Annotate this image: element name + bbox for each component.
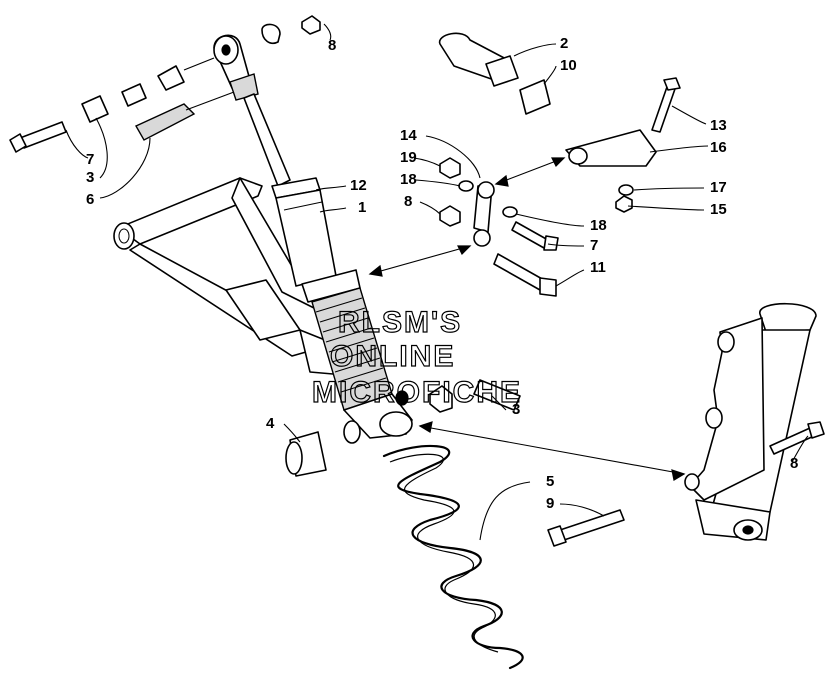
callout-16: 16 — [710, 139, 727, 156]
watermark: RLSM'S ONLINE MICROFICHE — [311, 305, 522, 409]
watermark-line-1: RLSM'S — [338, 306, 462, 339]
callout-11: 11 — [590, 259, 606, 276]
hardware — [9, 15, 825, 547]
callout-8-top: 8 — [328, 37, 336, 54]
callout-8-mid: 8 — [404, 193, 412, 210]
callout-17: 17 — [710, 179, 727, 196]
callout-7-left: 7 — [86, 151, 94, 168]
callout-12: 12 — [350, 177, 367, 194]
shock-absorber — [213, 34, 413, 439]
watermark-line-2: ONLINE — [330, 340, 455, 373]
mounting-bracket — [684, 302, 817, 541]
callout-6: 6 — [86, 191, 94, 208]
callout-18-right: 18 — [590, 217, 607, 234]
coil-spring — [382, 444, 524, 670]
callout-4: 4 — [266, 415, 275, 432]
callout-13: 13 — [710, 117, 727, 134]
callout-19: 19 — [400, 149, 417, 166]
callout-3-left: 3 — [86, 169, 94, 186]
watermark-line-3: MICROFICHE — [312, 376, 522, 409]
callout-15: 15 — [710, 201, 727, 218]
callout-10: 10 — [560, 57, 577, 74]
callout-5: 5 — [546, 473, 554, 490]
callout-9: 9 — [546, 495, 554, 512]
callout-8-right: 8 — [790, 455, 798, 472]
callout-2: 2 — [560, 35, 568, 52]
callout-14: 14 — [400, 127, 417, 144]
callout-18-left: 18 — [400, 171, 417, 188]
callout-7-right: 7 — [590, 237, 598, 254]
callout-3-right: 3 — [512, 401, 520, 418]
callout-1: 1 — [358, 199, 366, 216]
callouts: 8 2 10 13 16 14 19 18 8 12 1 17 15 18 7 … — [86, 35, 798, 512]
leader-lines — [65, 23, 809, 541]
